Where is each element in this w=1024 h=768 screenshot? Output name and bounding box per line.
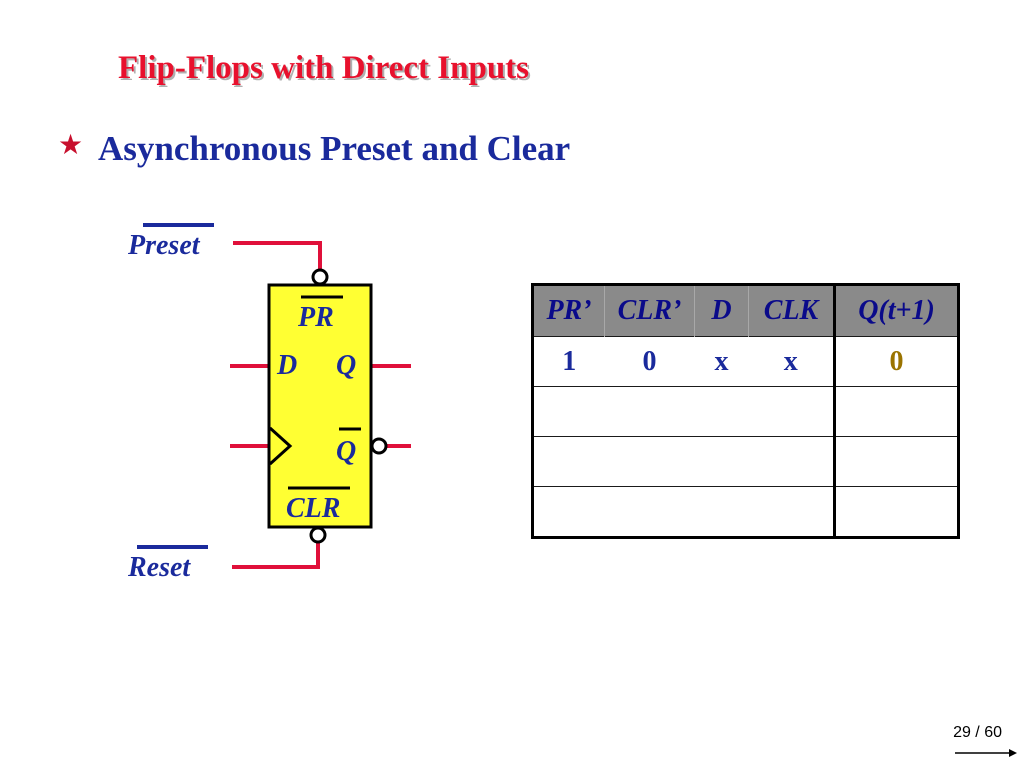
cell	[694, 436, 749, 487]
reset-wire	[232, 542, 320, 569]
q-next-header-text: Q(t+1)	[858, 295, 935, 326]
cell	[694, 386, 749, 437]
cell	[532, 486, 605, 538]
cell: x	[694, 336, 749, 387]
header-pr: PR’	[532, 284, 605, 337]
cell	[604, 386, 695, 437]
cell: x	[748, 336, 835, 387]
cell-q-next	[833, 386, 959, 437]
table-row: 1 0 x x 0	[532, 336, 959, 387]
cell-q-next	[833, 436, 959, 487]
cell	[604, 436, 695, 487]
cell	[748, 486, 835, 538]
preset-wire	[233, 241, 322, 270]
bullet-text: Asynchronous Preset and Clear	[98, 129, 571, 168]
header-d: D	[694, 284, 749, 337]
slide-title: Flip-Flops with Direct Inputs	[118, 50, 530, 86]
clock-triangle-icon	[268, 426, 293, 466]
header-q-next: Q(t+1)	[833, 284, 959, 337]
reset-label: Reset	[127, 552, 191, 583]
clr-label: CLR	[286, 493, 340, 524]
cell	[532, 386, 605, 437]
truth-table: PR’ CLR’ D CLK Q(t+1) 1 0 x x 0	[531, 283, 960, 539]
cell-q-next	[833, 486, 959, 538]
next-page-arrow-icon[interactable]	[955, 746, 1017, 760]
cell	[604, 486, 695, 538]
cell-q-next: 0	[833, 336, 959, 387]
cell	[532, 436, 605, 487]
table-row	[532, 486, 959, 538]
clear-bubble	[309, 526, 327, 544]
cell: 1	[532, 336, 605, 387]
page-number: 29 / 60	[953, 724, 1002, 741]
cell	[748, 386, 835, 437]
star-icon: ★	[58, 130, 84, 161]
table-header-row: PR’ CLR’ D CLK Q(t+1)	[532, 284, 959, 337]
table-row	[532, 436, 959, 487]
qbar-bubble	[370, 437, 388, 455]
preset-label: Preset	[127, 230, 201, 261]
pr-label: PR	[297, 302, 334, 333]
cell: 0	[604, 336, 695, 387]
cell	[694, 486, 749, 538]
header-clk: CLK	[748, 284, 835, 337]
header-clr: CLR’	[604, 284, 695, 337]
qbar-label: Q	[336, 436, 356, 467]
cell	[748, 436, 835, 487]
d-label: D	[276, 350, 297, 381]
preset-bubble	[311, 268, 329, 286]
q-label: Q	[336, 350, 356, 381]
table-row	[532, 386, 959, 437]
